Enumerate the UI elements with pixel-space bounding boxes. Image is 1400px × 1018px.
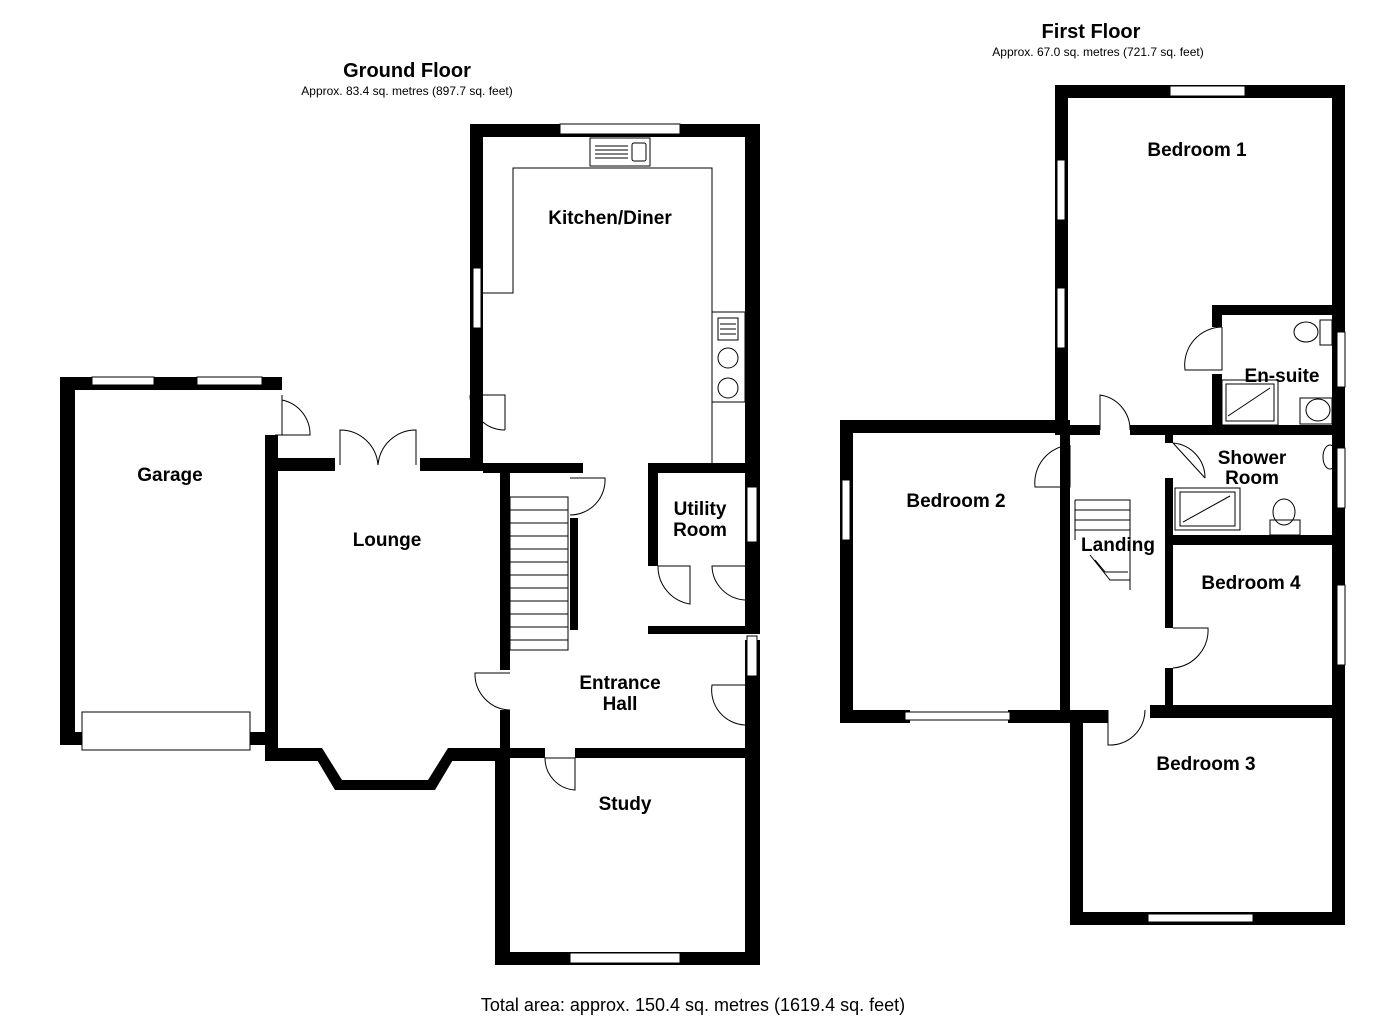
lounge-bay-window: [310, 747, 460, 790]
room-label-landing: Landing: [1081, 535, 1155, 556]
first-floor-walls: [840, 85, 1345, 925]
ground-stairs: [509, 496, 569, 651]
first-floor-labels: Bedroom 1 En-suite Shower Room Bedroom 2…: [906, 140, 1319, 775]
room-label-shower: Shower: [1218, 448, 1287, 469]
ground-floor-windows: [81, 123, 758, 964]
first-floor-windows: [841, 85, 1346, 923]
room-label-entrance: Entrance: [579, 673, 660, 694]
first-floor-area: Approx. 67.0 sq. metres (721.7 sq. feet): [992, 45, 1203, 59]
room-label-utility: Utility: [674, 499, 727, 520]
room-label-garage: Garage: [137, 465, 202, 486]
room-label-kitchen: Kitchen/Diner: [548, 208, 672, 229]
first-floor-stairs: [1074, 499, 1131, 590]
total-area: Total area: approx. 150.4 sq. metres (16…: [481, 995, 905, 1015]
ground-floor-title: Ground Floor: [343, 60, 471, 82]
room-label-bedroom3: Bedroom 3: [1156, 754, 1255, 775]
bathroom-fittings: [1174, 319, 1338, 536]
room-label-lounge: Lounge: [353, 530, 422, 551]
room-label-study: Study: [599, 794, 652, 815]
kitchen-fittings: [483, 137, 746, 463]
room-label-ensuite: En-suite: [1245, 366, 1320, 387]
room-label-bedroom1: Bedroom 1: [1147, 140, 1247, 161]
room-label-utility-2: Room: [673, 520, 727, 541]
room-label-bedroom2: Bedroom 2: [906, 491, 1005, 512]
ground-floor-doors: [275, 394, 756, 791]
room-label-hall: Hall: [603, 694, 638, 715]
ground-floor-labels: Kitchen/Diner Garage Lounge Utility Room…: [137, 208, 727, 815]
ground-floor-area: Approx. 83.4 sq. metres (897.7 sq. feet): [301, 84, 512, 98]
first-floor-title: First Floor: [1042, 21, 1141, 43]
first-floor-doors: [1034, 326, 1223, 746]
room-label-bedroom4: Bedroom 4: [1201, 573, 1301, 594]
room-label-shower-room: Room: [1225, 468, 1279, 489]
